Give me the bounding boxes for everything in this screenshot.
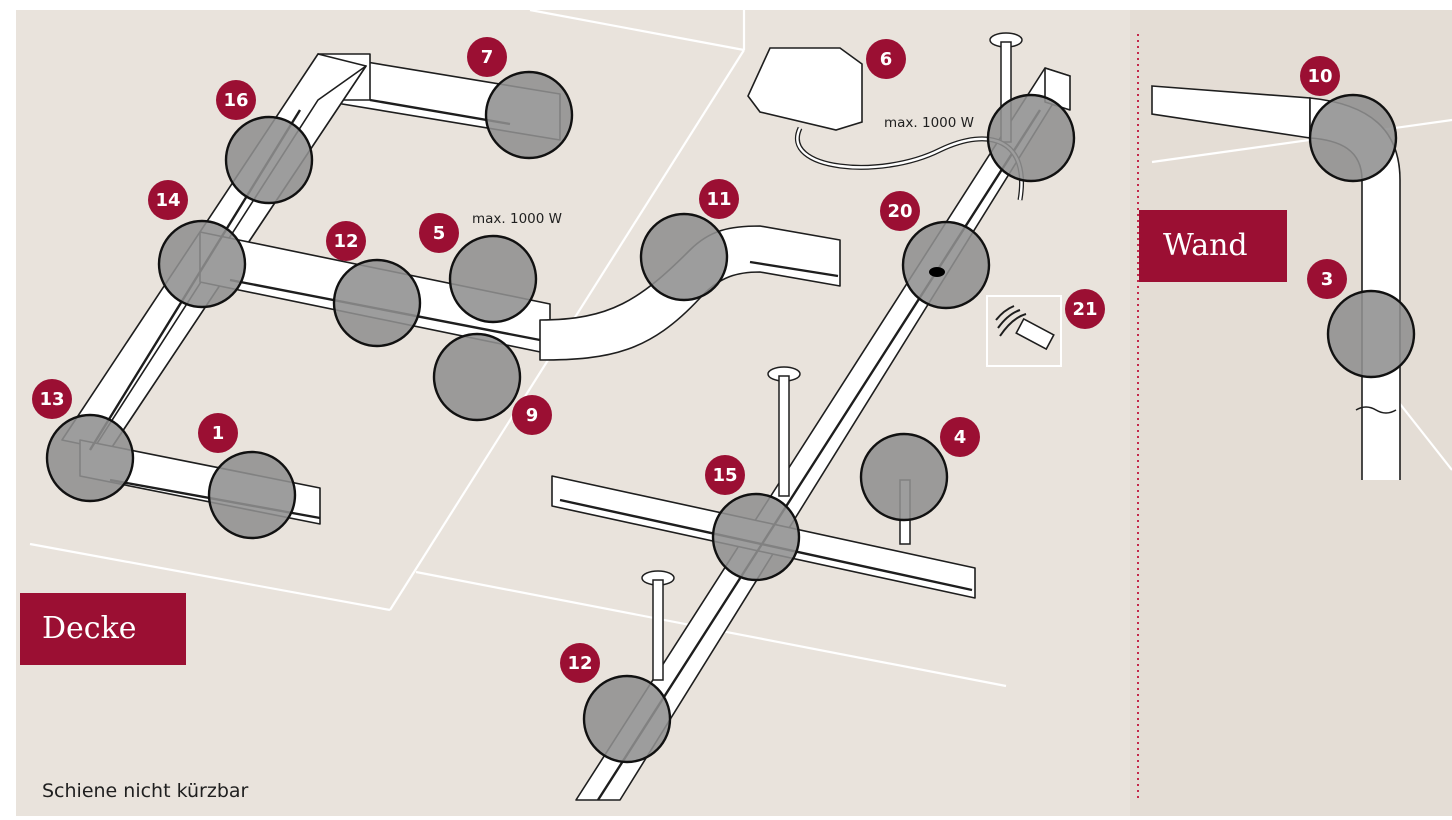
wall-section-label: Wand	[1139, 210, 1287, 282]
svg-text:9: 9	[526, 405, 539, 426]
badge-12-top: 12	[326, 221, 366, 261]
badge-9: 9	[512, 395, 552, 435]
detail-circle-12a	[334, 260, 420, 346]
svg-text:5: 5	[433, 223, 446, 244]
detail-circle-11	[641, 214, 727, 300]
badge-15: 15	[705, 455, 745, 495]
svg-text:10: 10	[1307, 66, 1332, 87]
svg-text:20: 20	[887, 201, 912, 222]
detail-circle-14	[159, 221, 245, 307]
detail-circle-3	[1328, 291, 1414, 377]
badge-7: 7	[467, 37, 507, 77]
badge-16: 16	[216, 80, 256, 120]
detail-circle-9	[434, 334, 520, 420]
badge-20: 20	[880, 191, 920, 231]
svg-text:4: 4	[954, 427, 967, 448]
svg-text:13: 13	[39, 389, 64, 410]
badge-14: 14	[148, 180, 188, 220]
detail-circle-6	[988, 95, 1074, 181]
detail-circle-1	[209, 452, 295, 538]
badge-6: 6	[866, 39, 906, 79]
svg-text:12: 12	[333, 231, 358, 252]
footer-note: Schiene nicht kürzbar	[42, 780, 248, 802]
badge-13: 13	[32, 379, 72, 419]
detail-circle-7	[486, 72, 572, 158]
badge-12-bottom: 12	[560, 643, 600, 683]
svg-text:1: 1	[212, 423, 225, 444]
svg-text:6: 6	[880, 49, 893, 70]
svg-text:15: 15	[712, 465, 737, 486]
left-white-margin	[0, 0, 16, 816]
svg-text:3: 3	[1321, 269, 1334, 290]
detail-circle-5	[450, 236, 536, 322]
detail-circle-12b	[584, 676, 670, 762]
badge-10: 10	[1300, 56, 1340, 96]
detail-circle-10	[1310, 95, 1396, 181]
detail-circle-4	[861, 434, 947, 520]
badge-4: 4	[940, 417, 980, 457]
ceiling-section-label: Decke	[20, 593, 186, 665]
badge-11: 11	[699, 179, 739, 219]
svg-text:7: 7	[481, 47, 494, 68]
detail-circle-13	[47, 415, 133, 501]
max-power-label-top: max. 1000 W	[884, 115, 974, 131]
svg-text:21: 21	[1072, 299, 1097, 320]
badge-5: 5	[419, 213, 459, 253]
svg-text:12: 12	[567, 653, 592, 674]
max-power-label-middle: max. 1000 W	[472, 211, 562, 227]
svg-text:16: 16	[223, 90, 248, 111]
badge-1: 1	[198, 413, 238, 453]
detail-circle-16	[226, 117, 312, 203]
svg-text:14: 14	[155, 190, 180, 211]
detail-circle-15	[713, 494, 799, 580]
badge-21: 21	[1065, 289, 1105, 329]
svg-text:11: 11	[706, 189, 731, 210]
detail-circle-20	[903, 222, 989, 308]
badge-3: 3	[1307, 259, 1347, 299]
